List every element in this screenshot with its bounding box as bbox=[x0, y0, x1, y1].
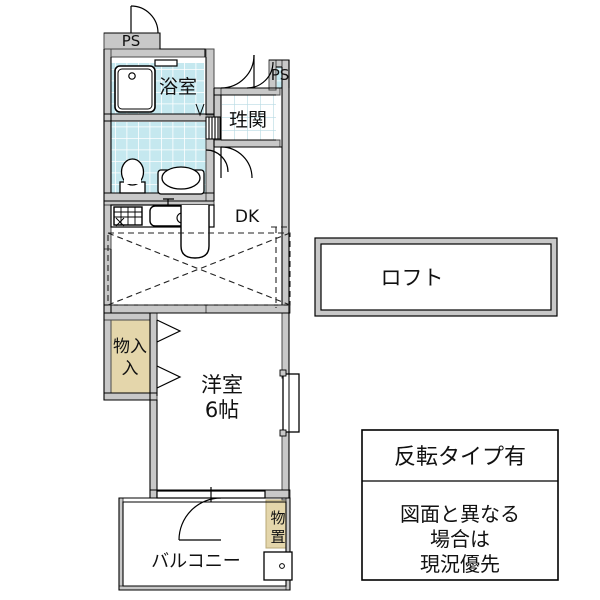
balcony-window-icon bbox=[156, 487, 266, 502]
door-swing-icon[interactable] bbox=[130, 5, 274, 541]
label-balcony: バルコニー bbox=[151, 551, 241, 572]
label-closet: 物入 bbox=[113, 337, 147, 357]
note-discrepancy-line1: 図面と異なる bbox=[400, 502, 520, 526]
loft-box bbox=[314, 237, 558, 317]
label-monooki: 物 bbox=[270, 509, 285, 527]
bathtub-icon bbox=[114, 59, 178, 113]
note-boxes bbox=[361, 429, 559, 581]
note-discrepancy-line2: 場合は bbox=[430, 527, 490, 551]
ac-outdoor-unit-icon bbox=[263, 551, 293, 581]
toilet-icon bbox=[119, 158, 146, 194]
label-bath: 浴室 bbox=[159, 76, 197, 98]
label-genkan: 珄関 bbox=[229, 109, 267, 131]
label-washitsu-size: 6帖 bbox=[205, 398, 239, 422]
label-closet-2: 入 bbox=[122, 359, 139, 379]
label-monooki-2: 置 bbox=[270, 528, 285, 546]
window-icon bbox=[279, 369, 300, 437]
closet-door-icon[interactable] bbox=[156, 319, 182, 389]
label-washitsu: 洋室 bbox=[201, 373, 243, 397]
label-loft: ロフト bbox=[381, 266, 444, 290]
loft-void-hatch bbox=[107, 226, 291, 308]
genkan-tile-fill bbox=[222, 94, 276, 146]
closet-fill bbox=[104, 317, 156, 397]
stove-icon bbox=[113, 206, 143, 227]
storage-fills bbox=[104, 317, 291, 549]
washroom-door-hatch bbox=[205, 116, 221, 140]
loft-ladder-icon bbox=[180, 205, 210, 259]
label-ps-right: PS bbox=[271, 66, 290, 84]
label-dk: DK bbox=[235, 207, 260, 227]
label-ps-top: PS bbox=[122, 32, 141, 50]
washbasin-icon bbox=[157, 166, 205, 195]
note-discrepancy-line3: 現況優先 bbox=[420, 552, 500, 576]
note-reverse-type: 反転タイプ有 bbox=[394, 445, 526, 470]
